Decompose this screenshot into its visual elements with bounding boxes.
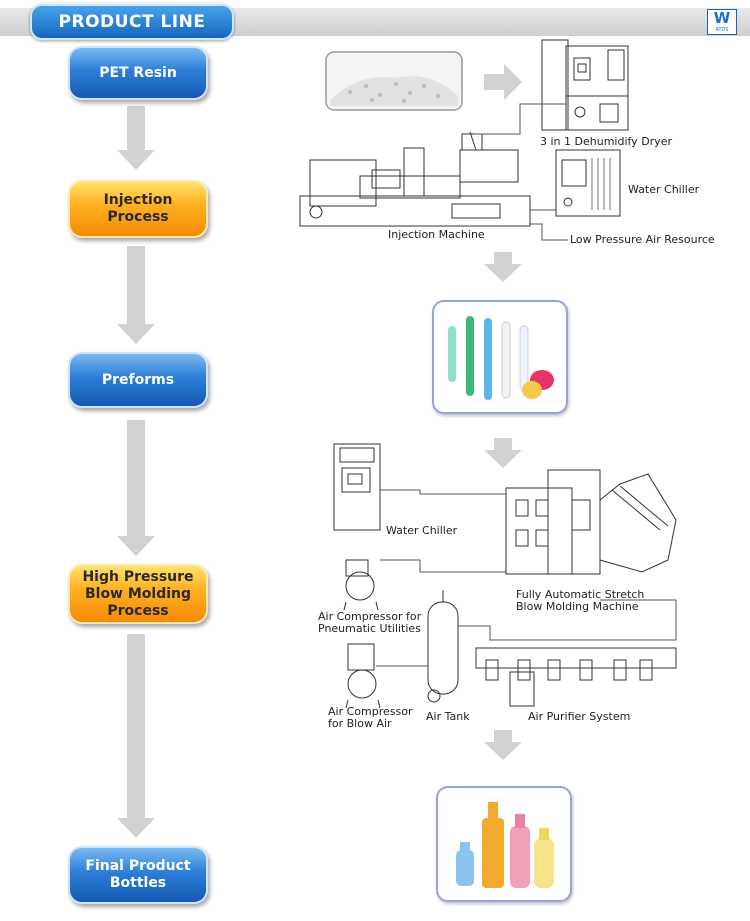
compressor-pneumatic-tank	[345, 571, 375, 601]
line-chiller-to-blow	[380, 489, 506, 495]
line-air-resource	[530, 223, 568, 241]
injection-machine-drawing	[299, 131, 531, 227]
final-bottles-photo	[436, 786, 572, 902]
line-compressor-to-blow	[380, 559, 506, 573]
water-chiller-top-drawing	[555, 149, 621, 217]
label-water-chiller-bottom: Water Chiller	[386, 524, 458, 537]
blow-machine-body	[505, 487, 573, 575]
compressor-blow-tank	[347, 669, 377, 699]
arrow-resin-to-dryer	[484, 64, 522, 100]
page-title: PRODUCT LINE	[58, 12, 206, 32]
logo-letter: W	[713, 9, 731, 27]
label-water-chiller-top: Water Chiller	[628, 183, 700, 196]
blow-section-drawing	[333, 443, 677, 709]
step-final-product-bottles: Final Product Bottles	[68, 846, 208, 904]
label-injection-machine: Injection Machine	[388, 228, 485, 241]
logo-subtext: ATDS	[715, 27, 729, 33]
step-blow-molding-process: High Pressure Blow Molding Process	[68, 564, 208, 624]
label-blow-machine-line2: Blow Molding Machine	[516, 600, 639, 613]
step-pet-resin: PET Resin	[68, 46, 208, 100]
arrow-preforms-to-blow-machine	[484, 438, 522, 468]
label-compressor-blow-line1: Air Compressor	[328, 705, 413, 718]
air-tank-drawing	[427, 601, 459, 695]
label-air-purifier: Air Purifier System	[528, 710, 631, 723]
label-air-tank: Air Tank	[426, 710, 470, 723]
label-dryer: 3 in 1 Dehumidify Dryer	[540, 135, 672, 148]
pet-resin-photo	[325, 51, 463, 111]
arrow-blow-to-bottles	[117, 634, 155, 838]
step-injection-process: Injection Process	[68, 180, 208, 238]
line-tank-to-purifier	[458, 599, 677, 641]
water-chiller-bottom-drawing	[333, 443, 381, 531]
dehumidify-dryer-drawing	[541, 39, 629, 131]
arrow-machine-to-preforms	[484, 252, 522, 282]
header-tab: PRODUCT LINE	[30, 4, 234, 40]
brand-logo: W ATDS	[707, 9, 737, 35]
label-low-pressure-air: Low Pressure Air Resource	[570, 233, 715, 246]
line-dryer-to-machine	[474, 103, 566, 135]
step-preforms: Preforms	[68, 352, 208, 408]
arrow-resin-to-injection	[117, 106, 155, 170]
preforms-photo	[432, 300, 568, 414]
label-compressor-blow-line2: for Blow Air	[328, 717, 392, 730]
label-compressor-pneumatic-line2: Pneumatic Utilities	[318, 622, 421, 635]
label-compressor-pneumatic-line1: Air Compressor for	[318, 610, 422, 623]
arrow-to-final-bottles	[484, 730, 522, 760]
label-blow-machine-line1: Fully Automatic Stretch	[516, 588, 645, 601]
arrow-injection-to-preforms	[117, 246, 155, 344]
arrow-preforms-to-blow	[117, 420, 155, 556]
